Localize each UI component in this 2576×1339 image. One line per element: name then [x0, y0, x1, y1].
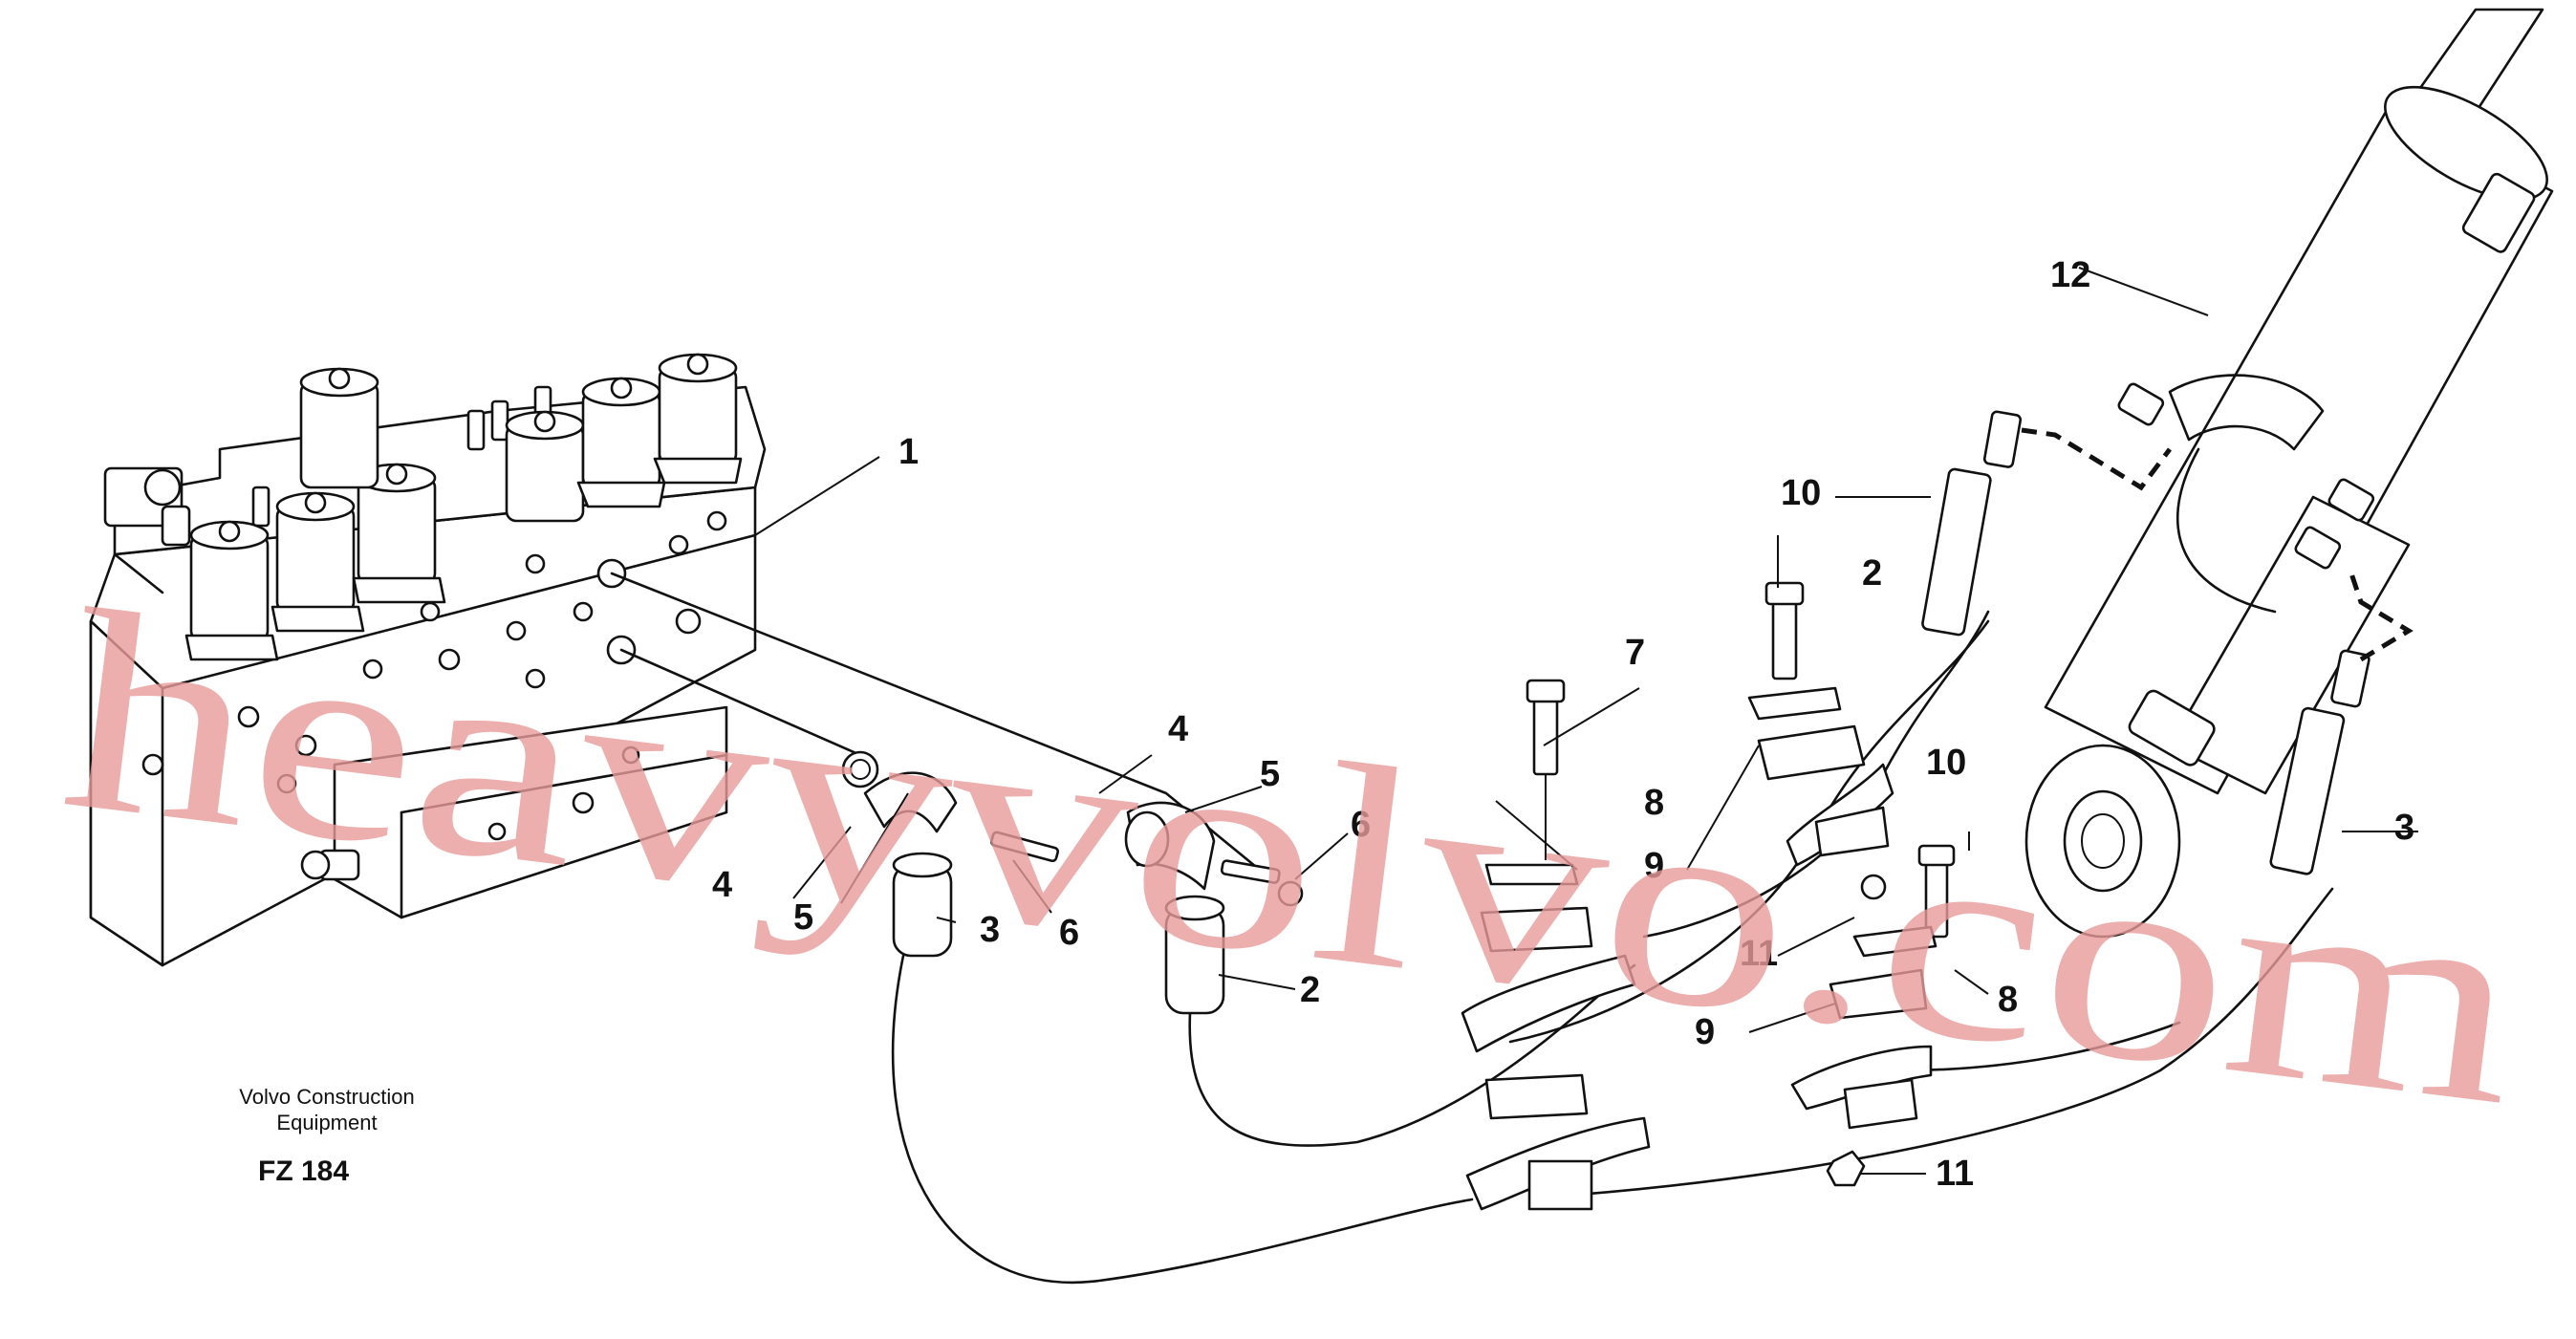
callout-11-lower: 11 [1936, 1154, 1974, 1194]
caption-line-2: Equipment [276, 1111, 377, 1134]
hoses [610, 572, 2334, 1285]
callout-9-upper: 9 [1644, 846, 1664, 886]
callout-3-right: 3 [2394, 808, 2414, 848]
clamp-assembly-upper [1747, 581, 1894, 900]
callout-2-upper: 2 [1862, 553, 1882, 594]
callout-10-lower: 10 [1926, 743, 1966, 783]
callout-10-upper: 10 [1781, 473, 1821, 513]
leader-lines [754, 267, 2418, 1175]
caption-line-1: Volvo Construction [239, 1085, 414, 1109]
clamp-assembly-center [1461, 679, 1651, 1211]
callout-5-right: 5 [1260, 754, 1280, 794]
callout-11-upper: 11 [1740, 934, 1778, 974]
callout-7: 7 [1625, 633, 1645, 673]
callout-8-upper: 8 [1644, 783, 1664, 823]
callout-12: 12 [2050, 255, 2090, 295]
callout-6-left: 6 [1059, 913, 1079, 953]
caption-block: Volvo Construction Equipment FZ 184 [239, 1085, 414, 1187]
callout-2-left: 2 [1300, 970, 1320, 1010]
callout-4-left: 4 [712, 865, 732, 905]
solenoid-coils [184, 353, 743, 661]
callout-3-left: 3 [980, 910, 1000, 950]
fittings-left [841, 750, 1060, 958]
callout-5-left: 5 [793, 897, 813, 938]
callout-1: 1 [898, 432, 919, 472]
connection-dashes [2021, 427, 2414, 662]
hydraulic-cylinder [2024, 8, 2554, 939]
pipe-3-right [2269, 649, 2370, 875]
figure-number: FZ 184 [258, 1155, 349, 1187]
callout-4-right: 4 [1168, 709, 1188, 749]
fittings-right [1124, 801, 1304, 1015]
clamp-assembly-lower [1790, 844, 1956, 1187]
callout-6-right: 6 [1351, 805, 1371, 845]
callout-8-lower: 8 [1998, 980, 2018, 1020]
callout-labels: 1 12 10 2 7 4 5 6 8 9 10 3 11 8 9 11 4 5… [712, 255, 2414, 1194]
pipe-2-right [1921, 410, 2023, 637]
valve-ports [141, 510, 727, 841]
callout-9-lower: 9 [1695, 1012, 1715, 1052]
